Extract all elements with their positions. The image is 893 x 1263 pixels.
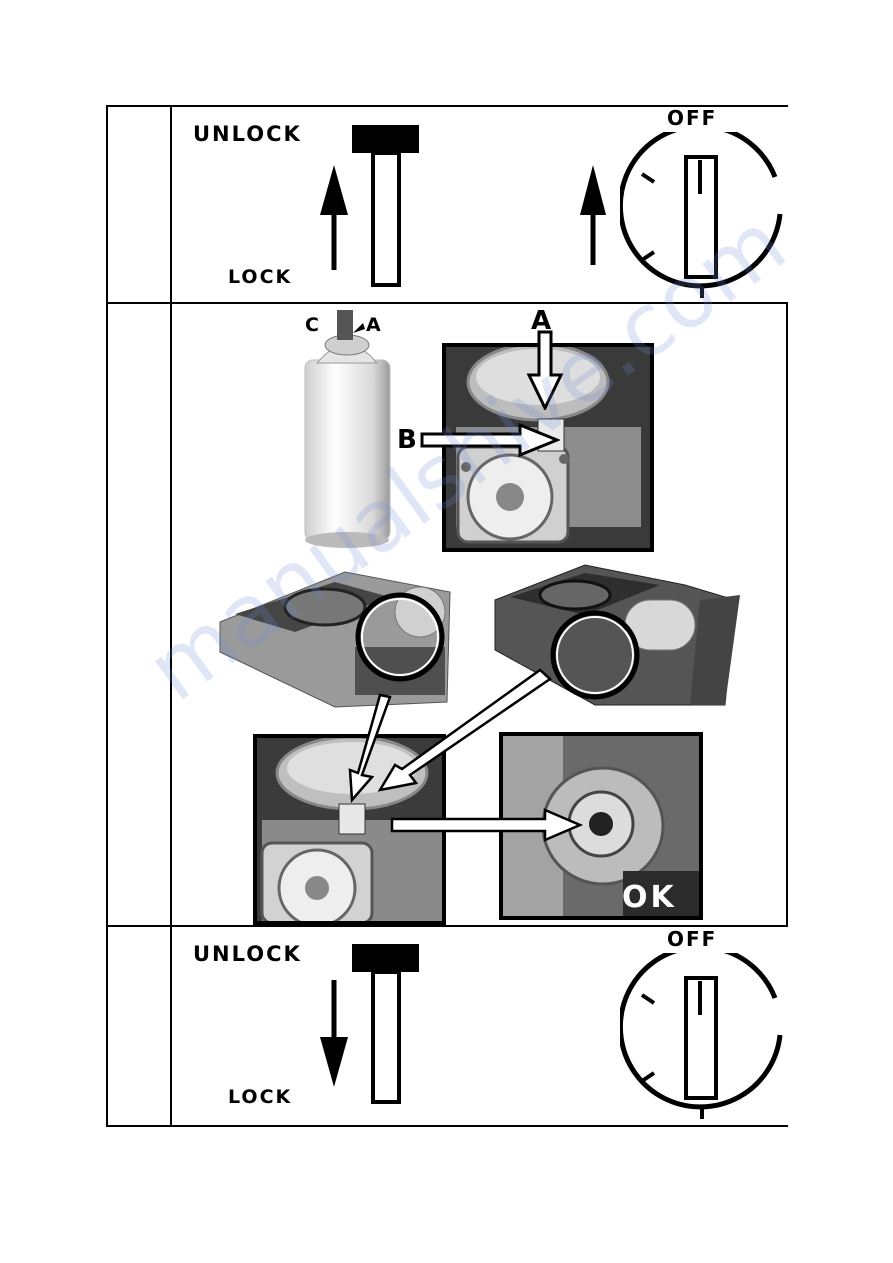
off-label-bottom: OFF [667, 929, 717, 949]
off-knob-diagram-bottom [620, 953, 790, 1123]
off-label: OFF [667, 108, 717, 128]
ok-label: OK [622, 883, 677, 913]
lever-up-diagram [310, 120, 430, 295]
arrow-up-head [320, 165, 348, 215]
lock-label: LOCK [228, 268, 292, 287]
lock-label-bottom: LOCK [228, 1088, 292, 1107]
lever-body [373, 153, 399, 285]
unlock-label: UNLOCK [193, 124, 302, 145]
arrow-down-head [320, 1037, 348, 1087]
table-left-border [106, 105, 108, 1127]
connector-arrows [340, 665, 600, 845]
lever-head [352, 125, 419, 153]
lever-head-bottom [352, 944, 419, 972]
table-bottom-border [106, 1125, 788, 1127]
lever-body-bottom [373, 972, 399, 1102]
arrow-up-knob-diagram [575, 160, 615, 270]
table-right-border [786, 304, 788, 925]
lever-down-diagram [310, 942, 430, 1117]
unlock-label-bottom: UNLOCK [193, 944, 302, 965]
